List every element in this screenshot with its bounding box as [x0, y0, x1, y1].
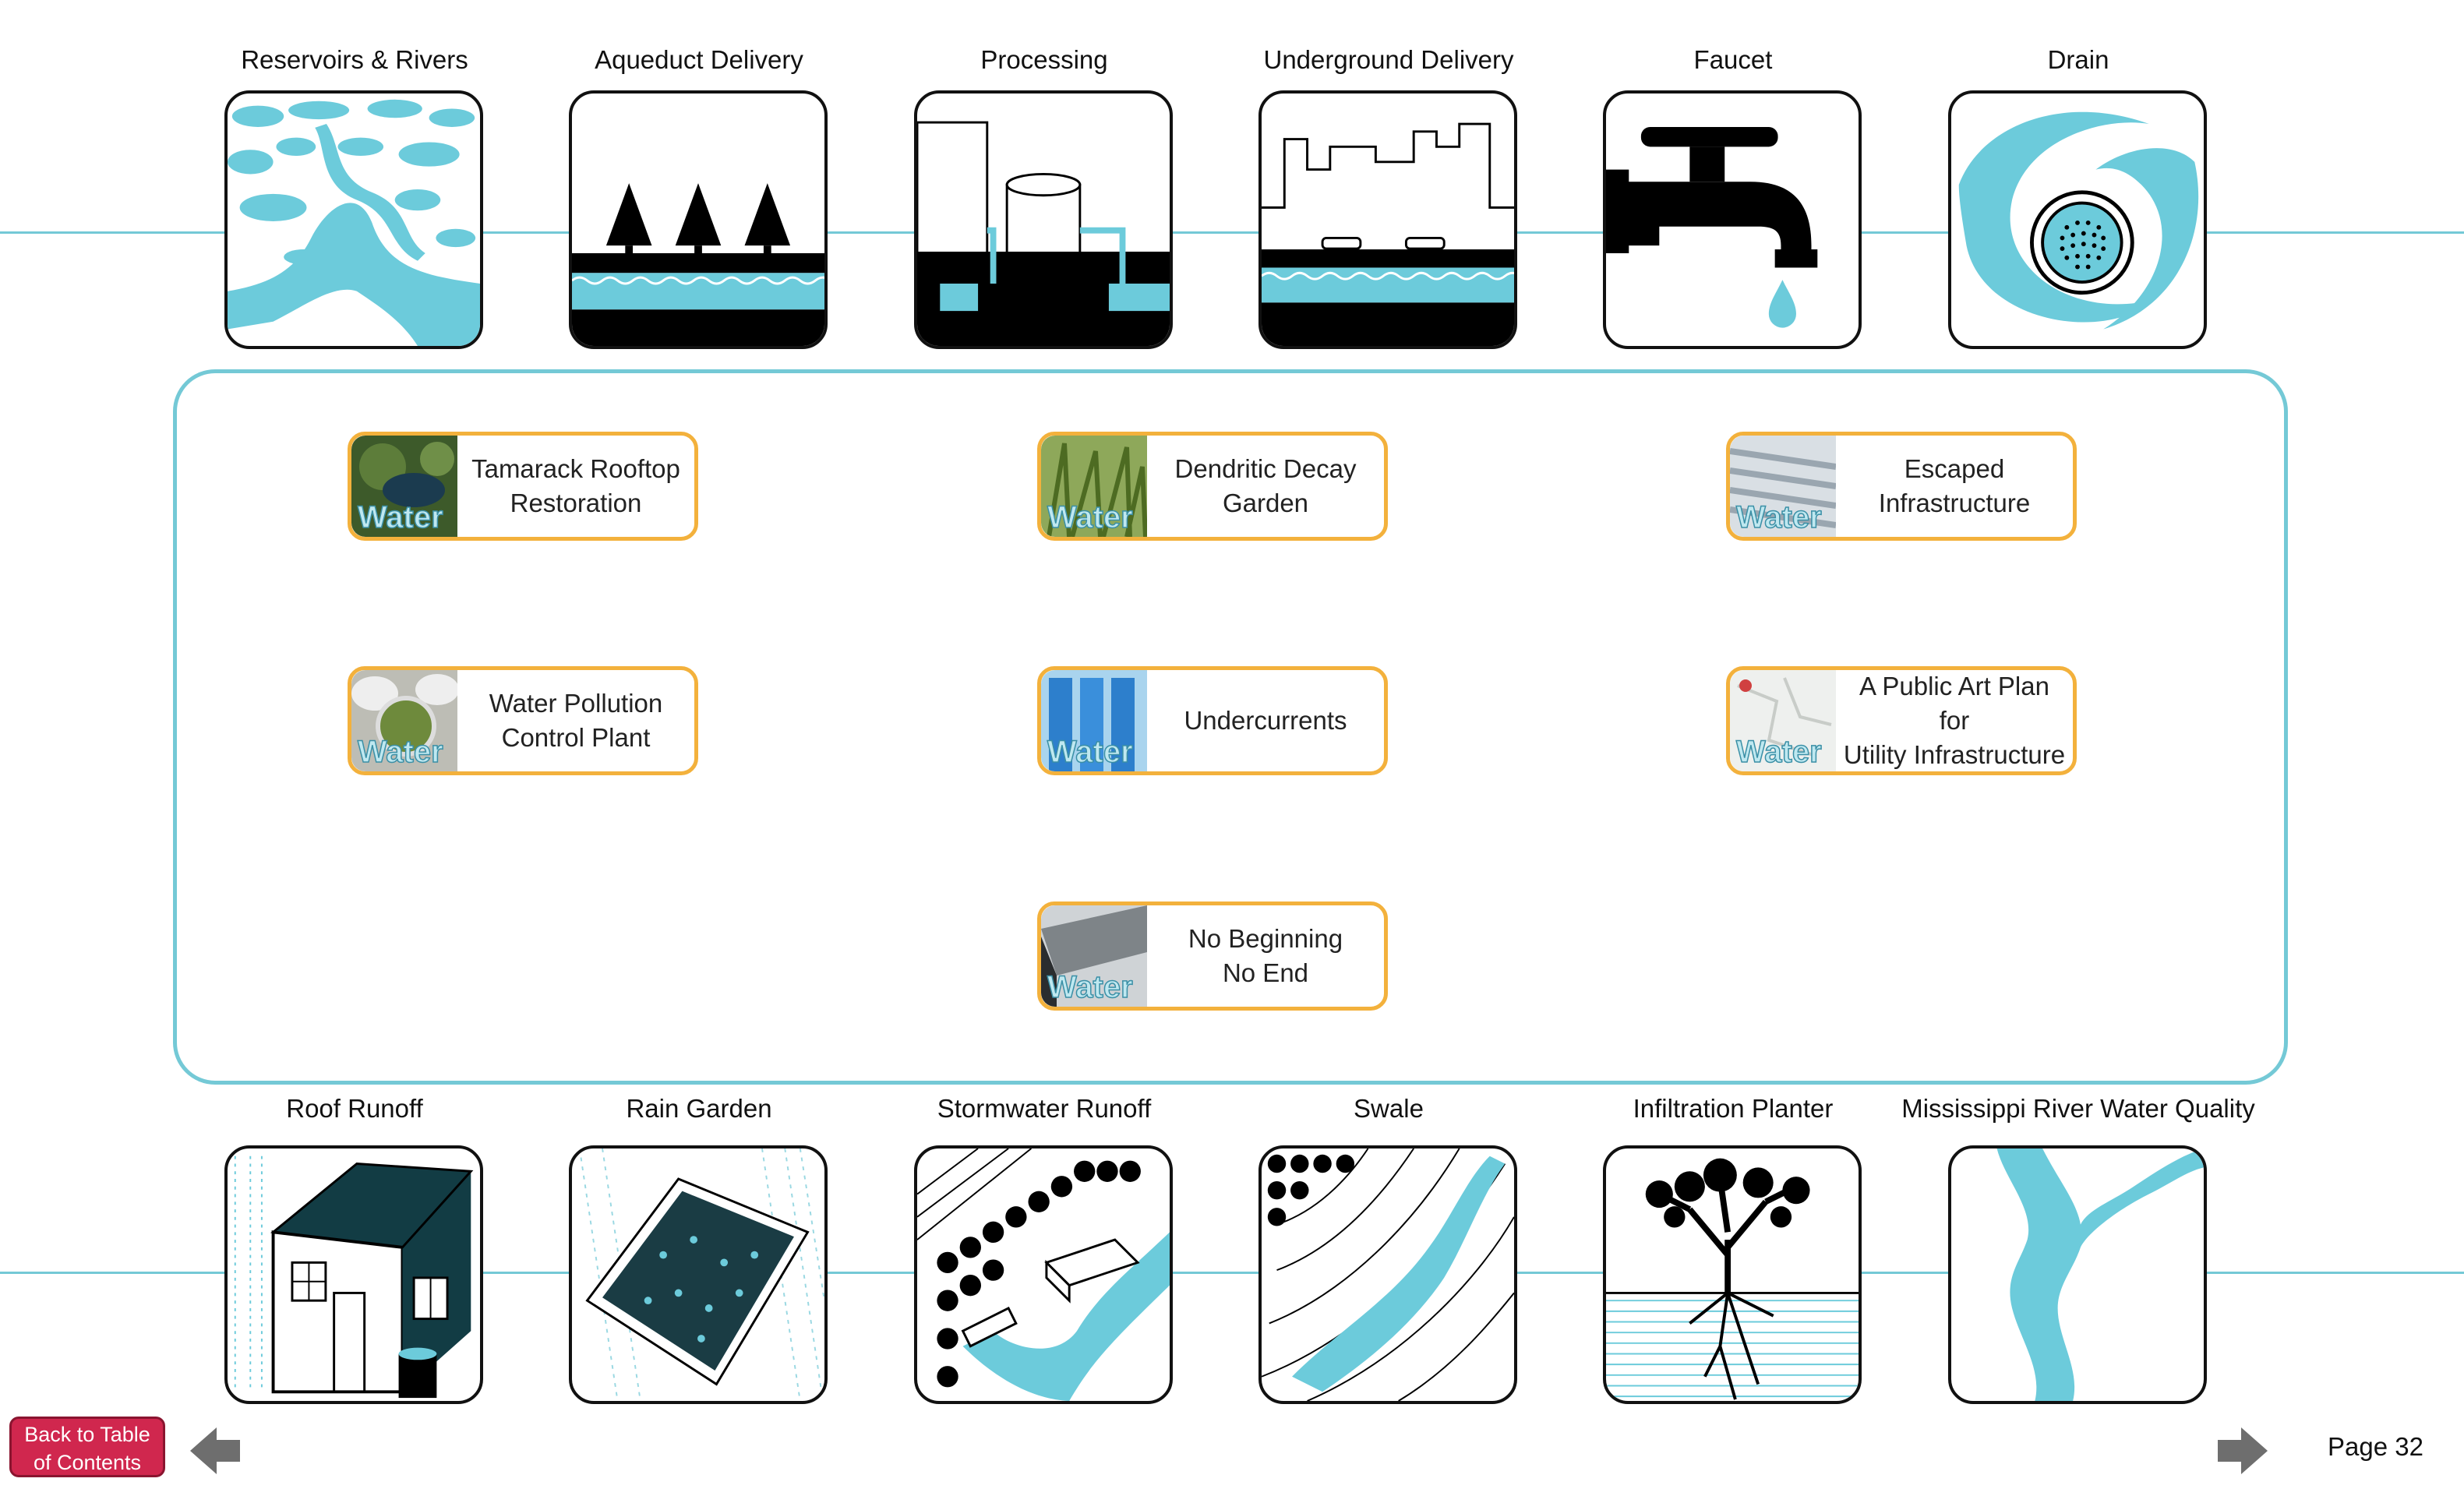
tile-swale[interactable]: [1258, 1145, 1517, 1404]
project-thumb: Water: [351, 436, 457, 537]
rain-garden-icon: [578, 1148, 824, 1401]
tile-processing[interactable]: [914, 90, 1173, 349]
project-title-line1: Undercurrents: [1184, 706, 1347, 735]
project-card-undercurrents[interactable]: Water Undercurrents: [1037, 666, 1388, 775]
processing-icon: [917, 121, 1170, 346]
label-underground-delivery: Underground Delivery: [1263, 45, 1514, 74]
aqueduct-delivery-icon: [572, 183, 824, 346]
label-mississippi-river-water-quality: Mississippi River Water Quality: [1901, 1094, 2255, 1123]
project-title-line2: Control Plant: [501, 723, 651, 752]
page-number: Page 32: [2328, 1432, 2423, 1461]
thumb-word: Water: [358, 735, 443, 769]
label-reservoirs-rivers: Reservoirs & Rivers: [241, 45, 468, 74]
project-thumb: Water: [1041, 436, 1147, 537]
project-title-line1: Tamarack Rooftop: [471, 454, 680, 483]
label-faucet: Faucet: [1693, 45, 1773, 74]
label-swale: Swale: [1354, 1094, 1424, 1123]
project-title-line1: A Public Art Plan for: [1859, 672, 2049, 735]
arrow-right-icon[interactable]: [2218, 1427, 2268, 1474]
tile-aqueduct-delivery[interactable]: [569, 90, 828, 349]
tile-stormwater-runoff[interactable]: [914, 1145, 1173, 1404]
project-title-line2: Garden: [1222, 489, 1309, 517]
tile-underground-delivery[interactable]: [1258, 90, 1517, 349]
tile-faucet[interactable]: [1603, 90, 1862, 349]
project-title-line1: Water Pollution: [489, 689, 663, 718]
tile-infiltration-planter[interactable]: [1603, 1145, 1862, 1404]
thumb-word: Water: [1047, 500, 1133, 535]
label-rain-garden: Rain Garden: [626, 1094, 772, 1123]
project-title-line2: Utility Infrastructure: [1843, 740, 2066, 769]
stormwater-runoff-icon: [917, 1148, 1170, 1401]
tile-rain-garden[interactable]: [569, 1145, 828, 1404]
back-button-line2: of Contents: [33, 1451, 142, 1474]
swale-icon: [1262, 1148, 1514, 1401]
infiltration-planter-icon: [1606, 1158, 1859, 1400]
project-title-line1: Dendritic Decay: [1174, 454, 1357, 483]
back-button-line1: Back to Table: [24, 1423, 150, 1446]
project-thumb: Water: [1041, 670, 1147, 771]
faucet-icon: [1606, 126, 1818, 328]
label-infiltration-planter: Infiltration Planter: [1633, 1094, 1834, 1123]
label-stormwater-runoff: Stormwater Runoff: [937, 1094, 1152, 1123]
project-title-line2: Restoration: [510, 489, 642, 517]
thumb-word: Water: [1736, 735, 1822, 769]
thumb-word: Water: [1047, 970, 1133, 1004]
label-processing: Processing: [980, 45, 1108, 74]
tile-roof-runoff[interactable]: [224, 1145, 483, 1404]
project-thumb: Water: [1730, 670, 1836, 771]
project-title-line2: No End: [1222, 958, 1309, 987]
tile-river-water-quality[interactable]: [1948, 1145, 2207, 1404]
project-card-no-beginning-no-end[interactable]: Water No Beginning No End: [1037, 901, 1388, 1011]
tile-reservoirs-rivers[interactable]: [224, 90, 483, 349]
back-to-contents-button[interactable]: Back to Table of Contents: [9, 1417, 165, 1477]
project-title-line1: Escaped: [1904, 454, 2005, 483]
thumb-word: Water: [358, 500, 443, 535]
project-thumb: Water: [1730, 436, 1836, 537]
project-thumb: Water: [351, 670, 457, 771]
river-water-quality-icon: [1996, 1148, 2204, 1401]
project-title-line1: No Beginning: [1188, 924, 1343, 953]
reservoirs-rivers-icon: [228, 99, 480, 346]
underground-delivery-icon: [1262, 122, 1514, 346]
label-aqueduct-delivery: Aqueduct Delivery: [595, 45, 803, 74]
tile-drain[interactable]: [1948, 90, 2207, 349]
thumb-word: Water: [1047, 735, 1133, 769]
roof-runoff-icon: [234, 1156, 474, 1399]
project-title-line2: Infrastructure: [1878, 489, 2031, 517]
top-flow-line: [0, 231, 2464, 234]
thumb-word: Water: [1736, 500, 1822, 535]
project-thumb: Water: [1041, 905, 1147, 1007]
arrow-left-icon[interactable]: [190, 1427, 240, 1474]
drain-icon: [1958, 111, 2199, 330]
bottom-flow-line: [0, 1272, 2464, 1274]
label-roof-runoff: Roof Runoff: [286, 1094, 423, 1123]
label-drain: Drain: [2047, 45, 2109, 74]
